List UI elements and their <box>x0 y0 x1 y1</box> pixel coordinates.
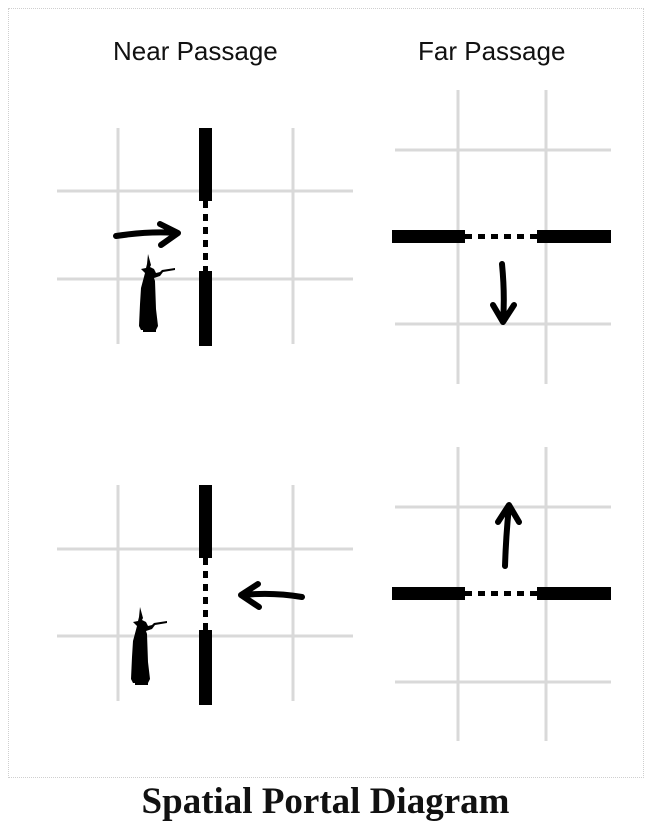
arrow-down-icon <box>490 261 517 325</box>
figure-caption: Spatial Portal Diagram <box>141 781 510 822</box>
wizard-icon <box>139 254 175 332</box>
arrow-up-icon <box>495 502 522 569</box>
portal-horizontal <box>392 587 611 600</box>
portal-horizontal <box>392 230 611 243</box>
far-passage-heading: Far Passage <box>418 36 566 66</box>
panel-far-top <box>392 90 611 384</box>
arrow-right-icon <box>113 221 181 248</box>
panel-near-bottom <box>57 485 353 705</box>
panel-far-bottom <box>392 447 611 741</box>
portal-vertical <box>199 485 212 705</box>
near-passage-heading: Near Passage <box>113 36 278 66</box>
arrow-left-icon <box>238 581 305 610</box>
wizard-icon <box>131 607 167 685</box>
panel-near-top <box>57 128 353 346</box>
portal-vertical <box>199 128 212 346</box>
diagram-frame <box>8 8 644 778</box>
